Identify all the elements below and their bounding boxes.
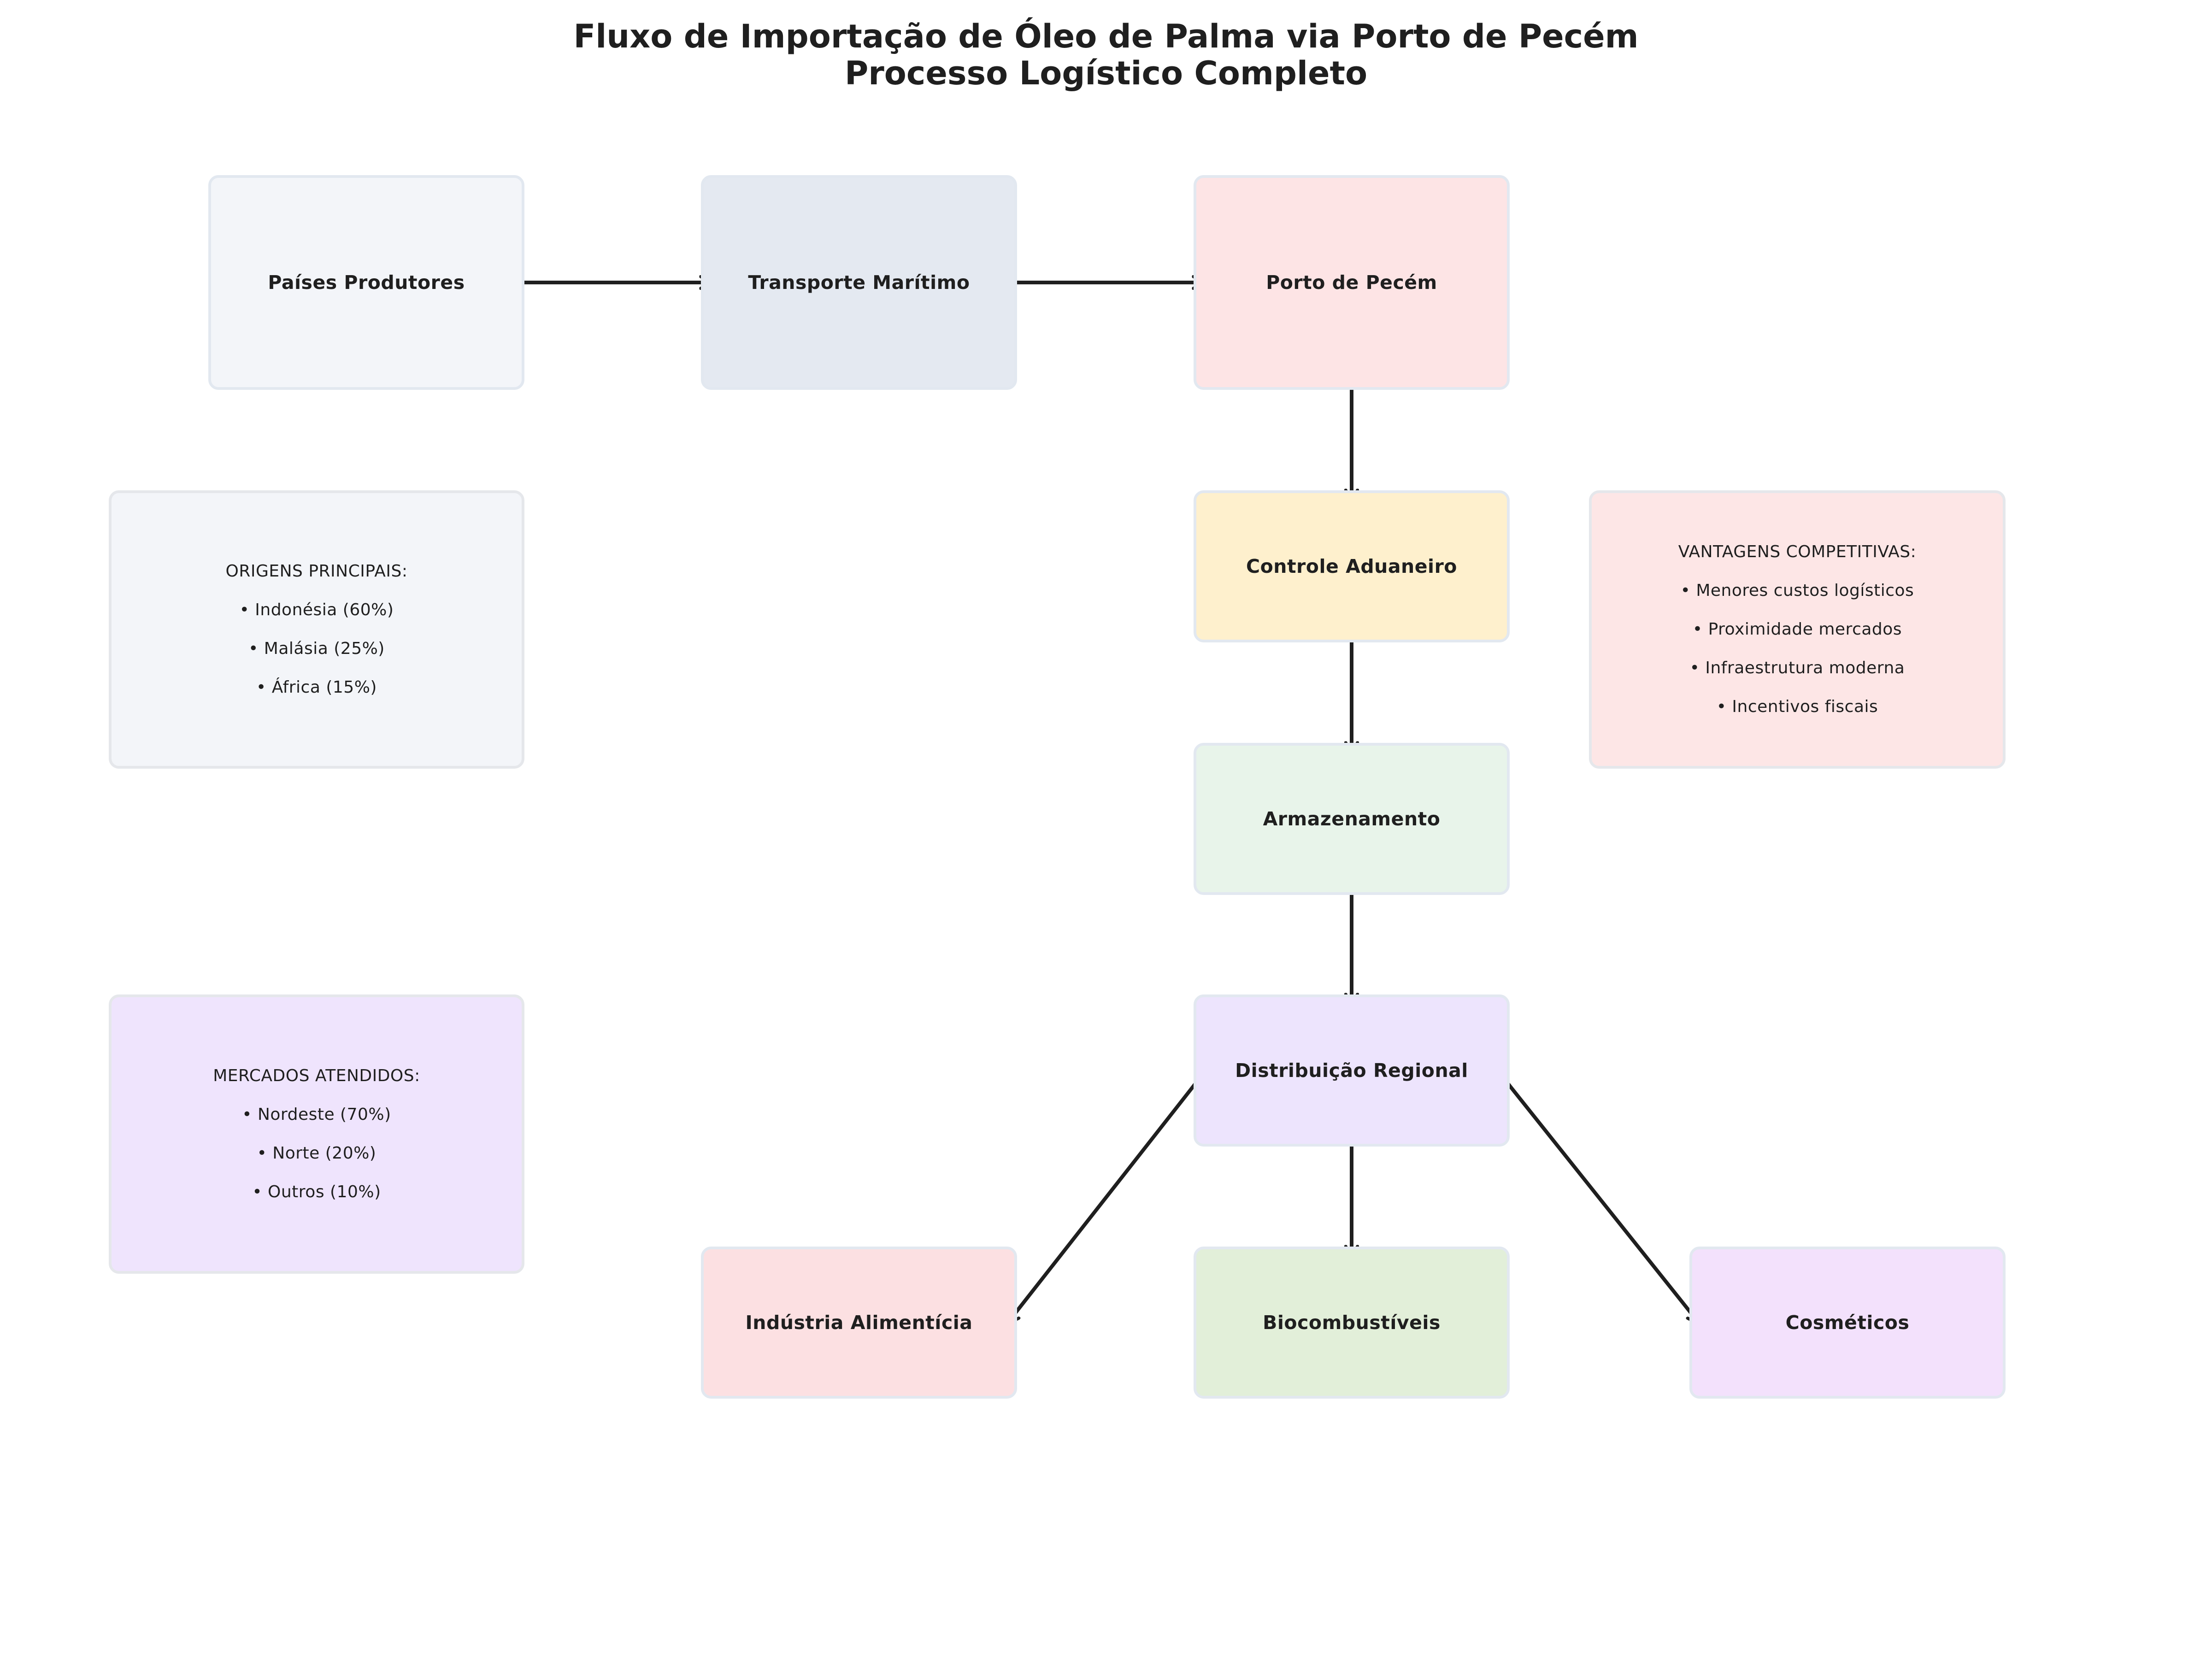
node-label: Biocombustíveis [1263, 1312, 1441, 1334]
node-distribuicao-regional: Distribuição Regional [1194, 994, 1510, 1147]
node-label: Indústria Alimentícia [745, 1312, 973, 1334]
info-item: • Malásia (25%) [248, 639, 385, 658]
node-biocombustiveis: Biocombustíveis [1194, 1247, 1510, 1399]
node-armazenamento: Armazenamento [1194, 743, 1510, 895]
node-controle-aduaneiro: Controle Aduaneiro [1194, 490, 1510, 642]
arrow-distribuicao-to-industria [1008, 1072, 1205, 1323]
info-text: MERCADOS ATENDIDOS: • Nordeste (70%) • N… [213, 1047, 420, 1221]
info-heading: MERCADOS ATENDIDOS: [213, 1066, 420, 1085]
info-item: • Incentivos fiscais [1716, 697, 1878, 716]
node-industria-alimenticia: Indústria Alimentícia [701, 1247, 1017, 1399]
node-label: Armazenamento [1263, 808, 1441, 830]
info-heading: VANTAGENS COMPETITIVAS: [1678, 542, 1917, 561]
info-item: • Indonésia (60%) [239, 600, 394, 619]
info-item: • Proximidade mercados [1692, 620, 1902, 639]
info-box-vantagens-competitivas: VANTAGENS COMPETITIVAS: • Menores custos… [1589, 490, 2006, 769]
info-heading: ORIGENS PRINCIPAIS: [225, 562, 408, 581]
node-label: Porto de Pecém [1266, 271, 1437, 294]
node-label: Controle Aduaneiro [1246, 555, 1457, 577]
node-cosmeticos: Cosméticos [1689, 1247, 2006, 1399]
info-text: ORIGENS PRINCIPAIS: • Indonésia (60%) • … [226, 542, 408, 717]
info-item: • Infraestrutura moderna [1689, 659, 1905, 677]
info-box-mercados-atendidos: MERCADOS ATENDIDOS: • Nordeste (70%) • N… [109, 994, 524, 1274]
node-label: Cosméticos [1785, 1312, 1910, 1334]
info-item: • Menores custos logísticos [1680, 581, 1914, 600]
diagram-subtitle: Processo Logístico Completo [844, 54, 1368, 92]
info-item: • Norte (20%) [257, 1144, 377, 1163]
diagram-title: Fluxo de Importação de Óleo de Palma via… [573, 18, 1639, 55]
node-paises-produtores: Países Produtores [208, 175, 524, 390]
node-label: Países Produtores [268, 271, 465, 294]
info-box-origens-principais: ORIGENS PRINCIPAIS: • Indonésia (60%) • … [109, 490, 524, 769]
node-label: Distribuição Regional [1235, 1059, 1468, 1082]
info-text: VANTAGENS COMPETITIVAS: • Menores custos… [1678, 523, 1917, 736]
node-porto-de-pecem: Porto de Pecém [1194, 175, 1510, 390]
info-item: • África (15%) [256, 678, 377, 697]
node-label: Transporte Marítimo [748, 271, 970, 294]
node-transporte-maritimo: Transporte Marítimo [701, 175, 1017, 390]
info-item: • Nordeste (70%) [242, 1105, 391, 1124]
arrow-distribuicao-to-cosmeticos [1499, 1072, 1699, 1323]
info-item: • Outros (10%) [252, 1182, 381, 1201]
